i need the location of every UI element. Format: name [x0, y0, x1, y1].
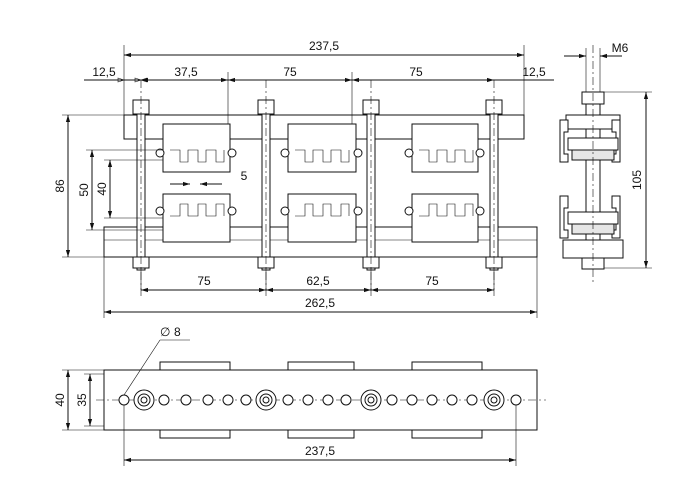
dim-front-top-edge-left: 12,5 [92, 65, 116, 79]
dim-front-height-mid: 50 [77, 183, 91, 197]
dim-top-hole-symbol: ∅ [160, 325, 170, 339]
dim-front-height-inner: 40 [95, 182, 109, 196]
top-view [62, 339, 546, 466]
dim-top-hole-dia: 8 [174, 325, 181, 339]
dim-front-top-overall: 237,5 [309, 39, 339, 53]
dim-front-bottom-left: 75 [197, 274, 211, 288]
front-clamps [155, 123, 485, 243]
dim-front-bottom-mid: 62,5 [306, 274, 330, 288]
dim-side-height: 105 [630, 170, 644, 190]
dim-side-thread: M6 [612, 41, 629, 55]
dim-front-top-pitch-2: 75 [409, 65, 423, 79]
dim-front-bottom-right: 75 [425, 274, 439, 288]
side-view [559, 45, 652, 285]
dim-front-gap: 5 [241, 169, 248, 183]
dim-top-height-outer: 40 [53, 393, 67, 407]
dim-front-top-edge-right: 12,5 [522, 65, 546, 79]
dim-front-top-first: 37,5 [174, 65, 198, 79]
dim-top-overall: 237,5 [305, 444, 335, 458]
dim-front-bottom-overall: 262,5 [305, 296, 335, 310]
dim-top-height-inner: 35 [75, 393, 89, 407]
front-view [62, 45, 554, 318]
dim-front-height-total: 86 [53, 179, 67, 193]
top-holes [118, 389, 522, 411]
dim-front-top-pitch-1: 75 [283, 65, 297, 79]
